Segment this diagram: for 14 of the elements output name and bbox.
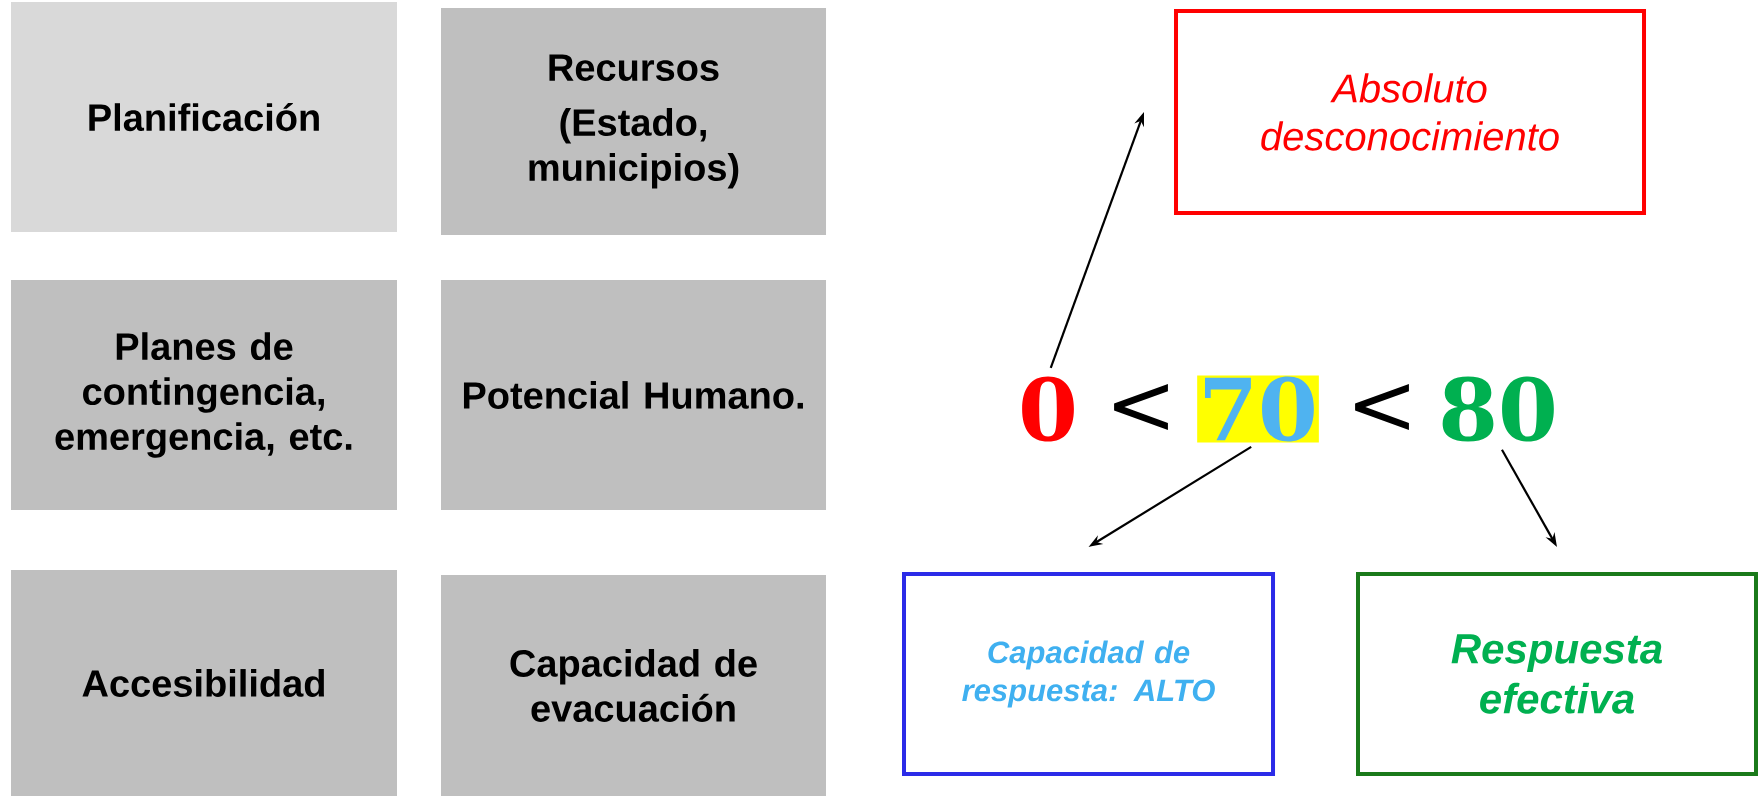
- result-box: Respuesta efectiva: [1356, 572, 1758, 776]
- category-box: Capacidad de evacuación: [441, 575, 826, 796]
- less-than-sign: <: [1355, 384, 1409, 431]
- category-box: Recursos (Estado, municipios): [441, 8, 826, 235]
- number: 0: [1022, 376, 1074, 442]
- number: 70: [1197, 375, 1319, 443]
- category-box: Potencial Humano.: [441, 280, 826, 510]
- number: 80: [1442, 376, 1554, 442]
- category-box: Accesibilidad: [11, 570, 397, 796]
- result-box: Absoluto desconocimiento: [1174, 9, 1646, 215]
- category-box: Planes de contingencia, emergencia, etc.: [11, 280, 397, 510]
- less-than-sign: <: [1114, 384, 1168, 431]
- result-box: Capacidad de respuesta: ALTO: [902, 572, 1275, 776]
- category-box: Planificación: [11, 2, 397, 232]
